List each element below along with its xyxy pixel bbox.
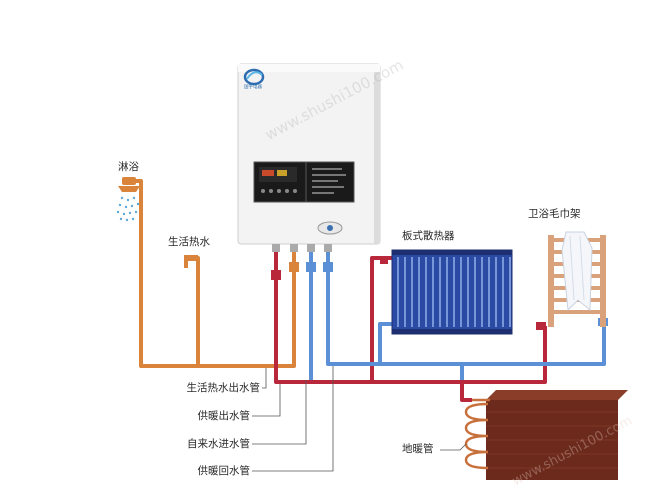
- cold-water-pipe: [309, 252, 606, 380]
- label-pipe-heating-out: 供暖出水管: [197, 410, 251, 422]
- label-pipe-hot-water-out: 生活热水出水管: [186, 382, 261, 394]
- floor-heating-panel: [464, 390, 628, 480]
- label-towel-rack: 卫浴毛巾架: [528, 208, 581, 220]
- label-shower: 淋浴: [118, 161, 139, 173]
- label-pipe-heating-return: 供暖回水管: [197, 465, 251, 477]
- boiler-bottom-fittings: [272, 244, 332, 252]
- shower-head: [116, 177, 140, 222]
- label-domestic-hot-water: 生活热水: [168, 236, 210, 248]
- control-panel: [253, 161, 355, 203]
- boiler-brand-text: 国宇电器: [244, 85, 262, 90]
- label-floor-heating: 地暖管: [402, 443, 434, 455]
- label-panel-radiator: 板式散热器: [402, 230, 455, 242]
- hot-water-faucet: [184, 255, 198, 268]
- label-leader-lines: [252, 366, 467, 472]
- label-pipe-cold-in: 自来水进水管: [187, 438, 250, 450]
- towel-rack: [548, 231, 606, 327]
- towel: [561, 231, 593, 312]
- wall-boiler: [237, 63, 381, 252]
- boiler-knob: [317, 221, 343, 235]
- panel-radiator: [391, 249, 513, 335]
- brand-logo: [243, 68, 265, 86]
